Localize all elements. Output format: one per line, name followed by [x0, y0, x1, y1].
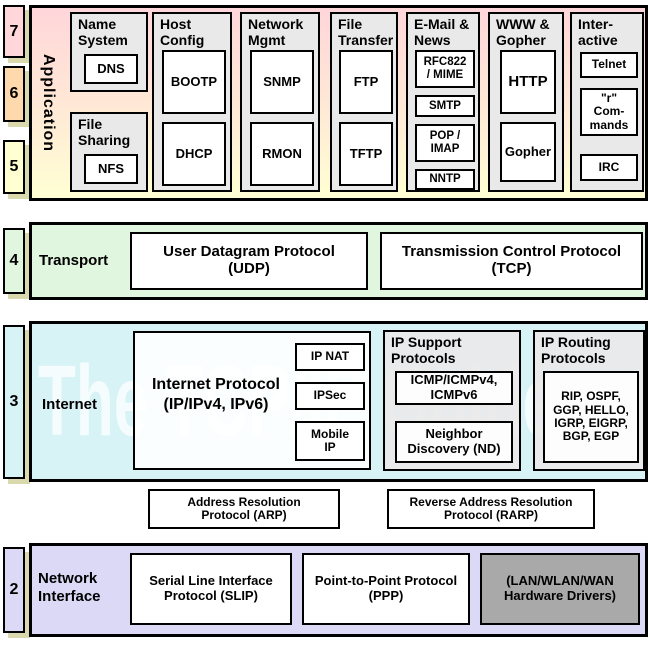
- protocol-box-nfs: NFS: [84, 154, 138, 184]
- protocol-box-ppp: Point-to-Point Protocol (PPP): [302, 553, 470, 625]
- protocol-box-arp: Address Resolution Protocol (ARP): [148, 489, 340, 529]
- group-network-mgmt-title: Network Mgmt: [248, 16, 304, 48]
- group-ip-support-protocols: IP Support Protocols ICMP/ICMPv4, ICMPv6…: [383, 330, 521, 471]
- protocol-box-gopher: Gopher: [500, 122, 556, 182]
- group-file-transfer-title: File Transfer: [338, 16, 394, 48]
- protocol-box-neighbor-discovery: Neighbor Discovery (ND): [395, 421, 513, 463]
- protocol-box-pop-imap: POP / IMAP: [415, 124, 475, 162]
- layer-number-5: 5: [3, 140, 25, 194]
- protocol-box-mobile-ip: Mobile IP: [295, 421, 365, 461]
- protocol-box-dns: DNS: [84, 54, 138, 84]
- protocol-box-irc: IRC: [580, 154, 638, 181]
- protocol-box-ftp: FTP: [339, 50, 393, 114]
- group-name-system: Name System DNS: [70, 12, 148, 92]
- group-email-news: E-Mail & News RFC822 / MIME SMTP POP / I…: [406, 12, 480, 192]
- protocol-box-rarp: Reverse Address Resolution Protocol (RAR…: [387, 489, 595, 529]
- protocol-box-bootp: BOOTP: [162, 50, 226, 114]
- group-file-transfer: File Transfer FTP TFTP: [330, 12, 398, 192]
- group-ip-routing-title: IP Routing Protocols: [541, 334, 611, 366]
- protocol-box-tftp: TFTP: [339, 122, 393, 186]
- protocol-box-snmp: SNMP: [250, 50, 314, 114]
- protocol-box-dhcp: DHCP: [162, 122, 226, 186]
- group-host-config-title: Host Config: [160, 16, 205, 48]
- protocol-box-ip: Internet Protocol (IP/IPv4, IPv6) IP NAT…: [133, 331, 371, 470]
- internet-layer-label: Internet: [42, 396, 98, 413]
- group-ip-support-title: IP Support Protocols: [391, 334, 462, 366]
- transport-layer-label: Transport: [39, 252, 109, 269]
- internet-layer-band: The TCP/IP Guide Internet Internet Proto…: [29, 321, 648, 482]
- protocol-box-icmp: ICMP/ICMPv4, ICMPv6: [395, 371, 513, 405]
- protocol-box-hardware-drivers: (LAN/WLAN/WAN Hardware Drivers): [480, 553, 640, 625]
- layer-number-7: 7: [3, 5, 25, 58]
- protocol-box-smtp: SMTP: [415, 95, 475, 117]
- group-file-sharing: File Sharing NFS: [70, 112, 148, 192]
- group-host-config: Host Config BOOTP DHCP: [152, 12, 232, 192]
- group-interactive: Inter- active Telnet "r" Com- mands IRC: [570, 12, 644, 192]
- network-interface-layer-label: Network Interface: [38, 570, 101, 605]
- group-network-mgmt: Network Mgmt SNMP RMON: [240, 12, 320, 192]
- group-email-news-title: E-Mail & News: [414, 16, 470, 48]
- protocol-box-slip: Serial Line Interface Protocol (SLIP): [130, 553, 292, 625]
- protocol-box-nntp: NNTP: [415, 169, 475, 190]
- protocol-box-telnet: Telnet: [580, 52, 638, 78]
- group-interactive-title: Inter- active: [578, 16, 618, 48]
- group-ip-routing-protocols: IP Routing Protocols RIP, OSPF, GGP, HEL…: [533, 330, 645, 471]
- protocol-box-rfc822-mime: RFC822 / MIME: [415, 50, 475, 88]
- group-www-gopher: WWW & Gopher HTTP Gopher: [488, 12, 564, 192]
- protocol-box-tcp: Transmission Control Protocol (TCP): [380, 232, 643, 290]
- protocol-box-routing-list: RIP, OSPF, GGP, HELLO, IGRP, EIGRP, BGP,…: [543, 371, 639, 463]
- layer-number-6: 6: [3, 66, 25, 122]
- protocol-box-rmon: RMON: [250, 122, 314, 186]
- protocol-box-http: HTTP: [500, 50, 556, 114]
- ip-box-title: Internet Protocol (IP/IPv4, IPv6): [151, 376, 280, 413]
- layer-number-2: 2: [3, 547, 25, 633]
- group-name-system-title: Name System: [78, 16, 128, 48]
- protocol-box-udp: User Datagram Protocol (UDP): [130, 232, 368, 290]
- group-file-sharing-title: File Sharing: [78, 116, 131, 148]
- application-layer-label: Application: [40, 53, 57, 153]
- protocol-box-r-commands: "r" Com- mands: [580, 88, 638, 136]
- protocol-box-ipsec: IPSec: [295, 382, 365, 410]
- layer-number-4: 4: [3, 228, 25, 294]
- group-www-gopher-title: WWW & Gopher: [496, 16, 550, 48]
- protocol-box-ip-nat: IP NAT: [295, 343, 365, 371]
- layer-number-3: 3: [3, 325, 25, 479]
